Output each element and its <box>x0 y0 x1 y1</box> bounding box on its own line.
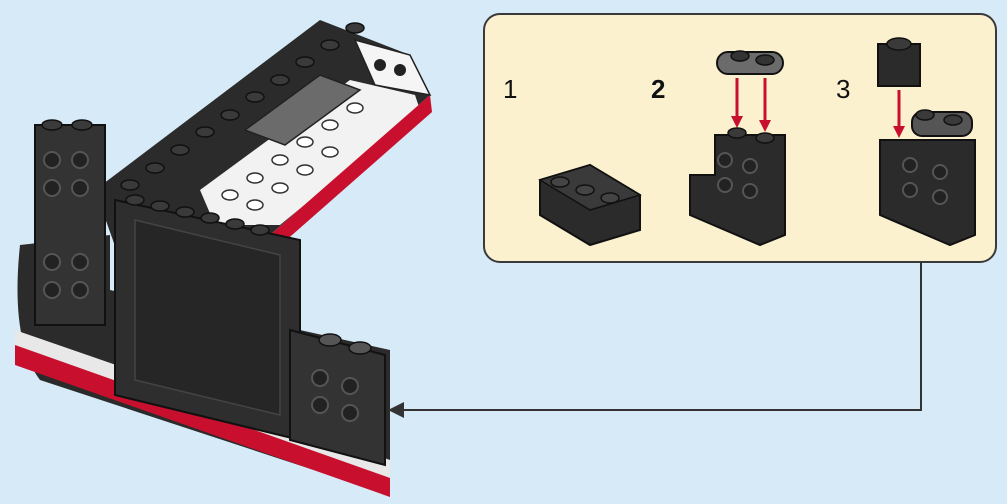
placement-arrows-step-2 <box>731 78 771 132</box>
corner-brick-with-plate-icon <box>879 109 976 247</box>
substep-number-2: 2 <box>651 74 666 104</box>
1x3-brick-icon <box>538 163 642 247</box>
1x1-brick-icon <box>877 37 921 87</box>
leader-arrow <box>388 262 922 418</box>
left-brick-stack <box>34 119 106 326</box>
substep-number-1: 1 <box>503 74 518 104</box>
main-assembly <box>15 20 432 497</box>
front-panel <box>114 194 301 442</box>
upper-arm <box>95 20 432 260</box>
sub-assembly-callout <box>483 13 997 263</box>
1x2-plate-icon <box>716 50 784 75</box>
right-brick-stack <box>289 328 386 467</box>
placement-arrow-step-3 <box>893 90 905 138</box>
corner-brick-icon <box>689 127 786 247</box>
substep-number-3: 3 <box>836 74 851 104</box>
